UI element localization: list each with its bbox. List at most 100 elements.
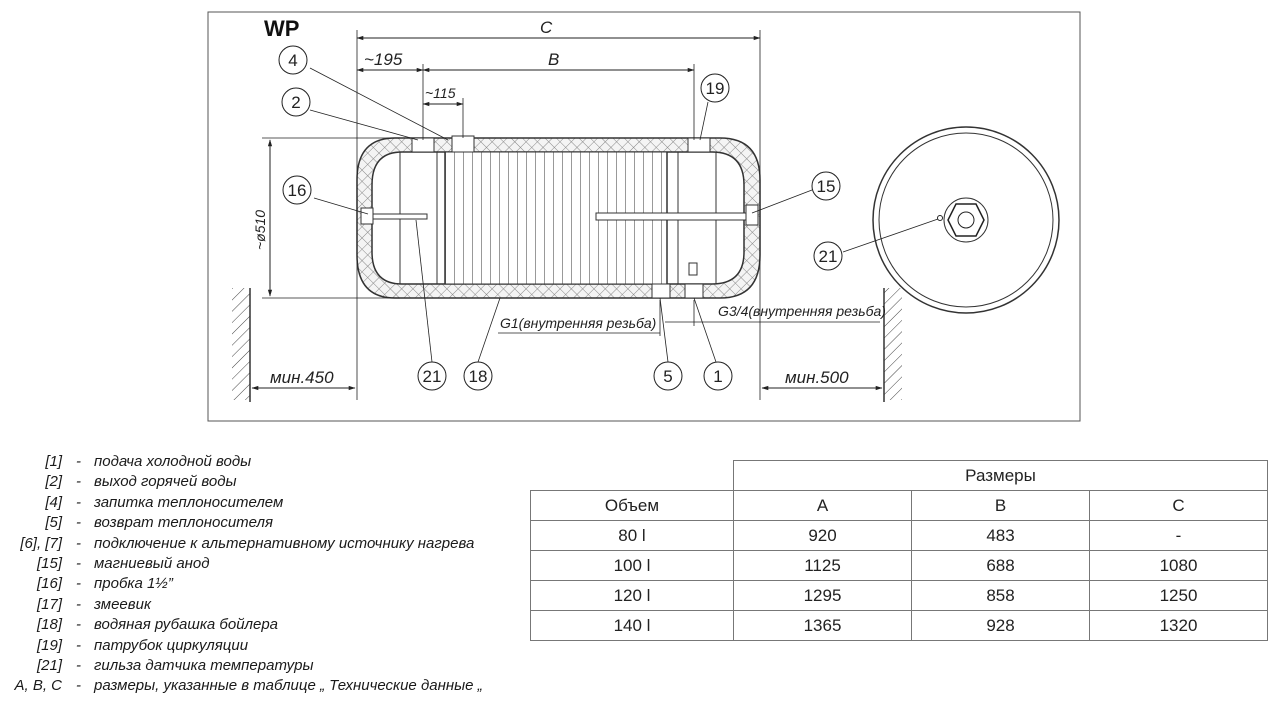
legend-text: водяная рубашка бойлера <box>94 616 279 634</box>
model-label: WP <box>264 16 299 41</box>
legend-dash: - <box>76 677 81 695</box>
table-group-header: Размеры <box>733 460 1268 491</box>
legend-dash: - <box>76 575 81 593</box>
dim-c: C <box>540 18 553 37</box>
legend-item: [2]-выход горячей воды <box>0 472 525 492</box>
legend-code: [6], [7] <box>20 534 62 552</box>
dim-min-left: мин.450 <box>270 368 334 387</box>
legend-dash: - <box>76 534 81 552</box>
legend-dash: - <box>76 493 81 511</box>
callout-19: 19 <box>699 73 730 141</box>
dim-diameter: ~ø510 <box>252 210 268 250</box>
callout-18: 18 <box>463 297 501 391</box>
svg-text:2: 2 <box>291 93 300 112</box>
legend-item: [16]-пробка 1½” <box>0 574 525 594</box>
anode-nut <box>947 203 985 237</box>
legend-code: [4] <box>45 493 62 511</box>
legend-code: [21] <box>36 656 62 674</box>
legend-text: запитка теплоносителем <box>94 493 284 511</box>
legend-dash: - <box>76 473 81 491</box>
legend-dash: - <box>76 554 81 572</box>
svg-text:18: 18 <box>469 367 488 386</box>
table-group-header-row: Размеры <box>530 460 1268 491</box>
dim-115: ~115 <box>425 85 456 101</box>
legend-text: змеевик <box>94 595 152 613</box>
svg-text:1: 1 <box>713 367 722 386</box>
label-g1: G1(внутренняя резьба) <box>500 315 656 331</box>
callout-2: 2 <box>281 87 419 141</box>
legend-code: [1] <box>45 453 62 470</box>
svg-text:21: 21 <box>423 367 442 386</box>
dim-195: ~195 <box>364 50 403 69</box>
legend-item: [15]-магниевый анод <box>0 554 525 574</box>
legend-text: патрубок циркуляции <box>94 636 249 654</box>
header-b: B <box>911 490 1090 521</box>
header-c: C <box>1089 490 1268 521</box>
legend-text: выход горячей воды <box>94 473 237 491</box>
label-g34: G3/4(внутренняя резьба) <box>718 303 886 319</box>
svg-text:16: 16 <box>288 181 307 200</box>
left-wall <box>232 288 250 400</box>
table-cell: 928 <box>911 610 1090 641</box>
dim-min-right: мин.500 <box>785 368 849 387</box>
table-cell: 1250 <box>1089 580 1268 611</box>
table-cell: 140 l <box>530 610 734 641</box>
legend-text: подключение к альтернативному источнику … <box>94 534 475 552</box>
legend-item: [19]-патрубок циркуляции <box>0 636 525 656</box>
legend-text: размеры, указанные в таблице „ Техническ… <box>94 677 483 695</box>
legend-text: магниевый анод <box>94 554 210 572</box>
legend-code: [19] <box>36 636 62 654</box>
legend-item: A, B, C-размеры, указанные в таблице „ Т… <box>0 676 525 696</box>
legend-item: [5]-возврат теплоносителя <box>0 513 525 533</box>
legend-item: [17]-змеевик <box>0 595 525 615</box>
header-a: A <box>733 490 912 521</box>
sensor-sleeve <box>371 213 428 220</box>
legend-code: [17] <box>36 595 62 613</box>
legend-dash: - <box>76 636 81 654</box>
callout-5: 5 <box>653 297 683 391</box>
table-cell: 1125 <box>733 550 912 581</box>
legend-code: A, B, C <box>14 677 62 695</box>
legend-item: [21]-гильза датчика температуры <box>0 656 525 676</box>
svg-text:19: 19 <box>706 79 725 98</box>
table-cell: 100 l <box>530 550 734 581</box>
svg-text:21: 21 <box>819 247 838 266</box>
right-wall <box>884 288 902 400</box>
legend-dash: - <box>76 514 81 532</box>
legend-dash: - <box>76 656 81 674</box>
header-volume: Объем <box>530 490 734 521</box>
legend-item: [18]-водяная рубашка бойлера <box>0 615 525 635</box>
callout-15: 15 <box>751 171 841 214</box>
callout-4: 4 <box>278 45 449 141</box>
legend-text: возврат теплоносителя <box>94 514 273 532</box>
legend-code: [2] <box>45 473 62 491</box>
legend: [1]-подача холодной воды[2]-выход горяче… <box>0 452 525 697</box>
table-cell: 1365 <box>733 610 912 641</box>
callout-1: 1 <box>693 297 733 391</box>
legend-item: [4]-запитка теплоносителем <box>0 493 525 513</box>
table-cell: 1080 <box>1089 550 1268 581</box>
legend-dash: - <box>76 453 81 470</box>
boiler-drawing: WP C B ~195 ~115 ~ø510 мин.450 <box>207 11 1081 422</box>
magnesium-anode <box>595 212 747 221</box>
legend-code: [15] <box>36 554 62 572</box>
table-cell: 920 <box>733 520 912 551</box>
table-cell: 483 <box>911 520 1090 551</box>
table-cell: - <box>1089 520 1268 551</box>
table-cell: 1295 <box>733 580 912 611</box>
svg-text:15: 15 <box>817 177 836 196</box>
callout-21-side: 21 <box>415 219 447 391</box>
table-cell: 120 l <box>530 580 734 611</box>
legend-code: [16] <box>36 575 62 593</box>
dim-b: B <box>548 50 559 69</box>
table-cell: 80 l <box>530 520 734 551</box>
svg-text:5: 5 <box>663 367 672 386</box>
legend-code: [18] <box>36 616 62 634</box>
svg-text:4: 4 <box>288 51 297 70</box>
table-header-row: Объем A B C <box>530 490 1268 521</box>
